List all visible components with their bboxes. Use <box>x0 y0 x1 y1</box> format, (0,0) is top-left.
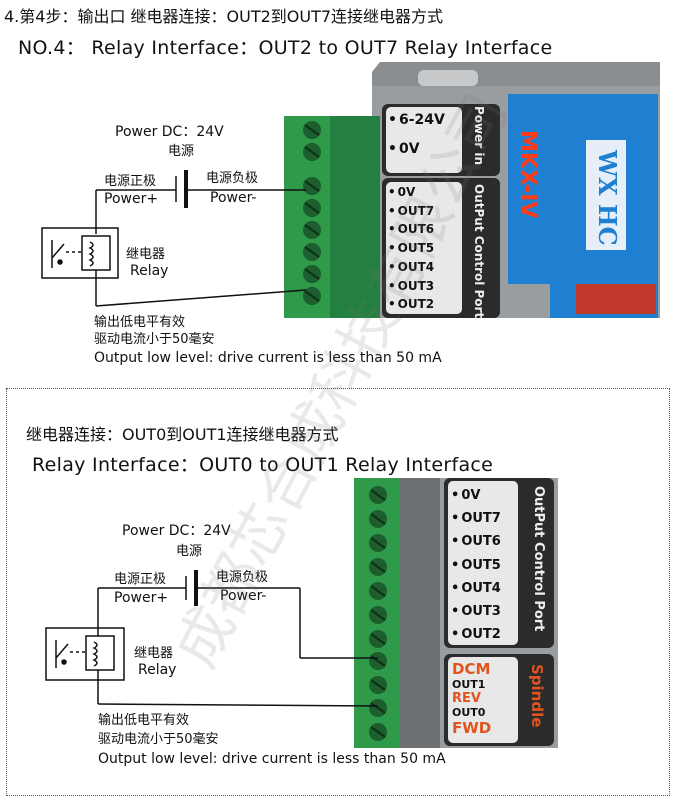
port-label: OUT7 <box>451 507 501 530</box>
power-dc-label-top: Power DC：24V <box>115 124 224 140</box>
port-label: OUT2 <box>388 295 434 314</box>
port-label: OUT3 <box>388 277 434 296</box>
brand-panel <box>508 94 658 284</box>
port-label: OUT6 <box>388 220 434 239</box>
port-label: OUT2 <box>451 623 501 646</box>
port-label: OUT5 <box>388 239 434 258</box>
output-port-list-bottom: 0V OUT7 OUT6 OUT5 OUT4 OUT3 OUT2 <box>451 484 501 646</box>
spindle-label: Spindle <box>528 664 546 728</box>
power-positive-en-bottom: Power+ <box>114 590 169 606</box>
power-positive-cn-bottom: 电源正极 <box>114 572 167 587</box>
power-cn-label-bottom: 电源 <box>176 544 203 559</box>
port-6-24v: 6-24V <box>388 112 445 128</box>
port-fwd: FWD <box>452 719 492 737</box>
port-label: OUT4 <box>388 258 434 277</box>
power-negative-en-top: Power- <box>210 190 257 206</box>
relay-symbol-top <box>41 227 119 279</box>
section1-title-cn: 4.第4步：输出口 继电器连接：OUT2到OUT7连接继电器方式 <box>4 7 444 26</box>
power-dc-label-bottom: Power DC：24V <box>122 523 231 539</box>
port-label: OUT6 <box>451 530 501 553</box>
note-cn1-top: 输出低电平有效 <box>94 315 186 330</box>
note-cn2-top: 驱动电流小于50毫安 <box>94 332 215 347</box>
port-label: OUT3 <box>451 600 501 623</box>
power-cn-label-top: 电源 <box>168 144 195 159</box>
note-en-top: Output low level: drive current is less … <box>94 350 442 366</box>
port-rev: REV <box>452 691 481 706</box>
relay-cn-bottom: 继电器 <box>134 646 174 661</box>
relay-symbol-bottom <box>45 627 125 681</box>
port-label: OUT4 <box>451 577 501 600</box>
power-positive-cn-top: 电源正极 <box>104 174 157 189</box>
relay-en-bottom: Relay <box>138 662 177 678</box>
output-port-list-top: 0V OUT7 OUT6 OUT5 OUT4 OUT3 OUT2 <box>388 183 434 314</box>
wiring-top <box>95 170 307 307</box>
wiring-bottom <box>97 570 379 707</box>
relay-en-top: Relay <box>130 263 169 279</box>
power-negative-cn-bottom: 电源负极 <box>216 570 269 585</box>
port-out1: OUT1 <box>452 678 486 691</box>
note-cn2-bottom: 驱动电流小于50毫安 <box>98 732 219 747</box>
section2-title-en: Relay Interface：OUT0 to OUT1 Relay Inter… <box>32 454 494 476</box>
port-label: OUT5 <box>451 554 501 577</box>
port-dcm: DCM <box>452 660 491 678</box>
power-negative-en-bottom: Power- <box>220 588 267 604</box>
section2-frame <box>6 388 670 796</box>
port-label: 0V <box>451 484 501 507</box>
section1-title-en: NO.4： Relay Interface：OUT2 to OUT7 Relay… <box>18 37 553 59</box>
output-control-port-label-bottom: OutPut Control Port <box>531 486 546 632</box>
power-negative-cn-top: 电源负极 <box>206 171 259 186</box>
port-out0: OUT0 <box>452 706 486 719</box>
note-cn1-bottom: 输出低电平有效 <box>98 713 190 728</box>
relay-cn-top: 继电器 <box>126 247 166 262</box>
section2-title-cn: 继电器连接：OUT0到OUT1连接继电器方式 <box>26 425 339 444</box>
spindle-port-list: DCM OUT1 REV OUT0 FWD <box>452 660 491 737</box>
note-en-bottom: Output low level: drive current is less … <box>98 751 446 767</box>
power-positive-en-top: Power+ <box>104 191 159 207</box>
port-label: 0V <box>388 183 434 202</box>
port-label: OUT7 <box>388 202 434 221</box>
port-0v-power: 0V <box>388 141 420 157</box>
